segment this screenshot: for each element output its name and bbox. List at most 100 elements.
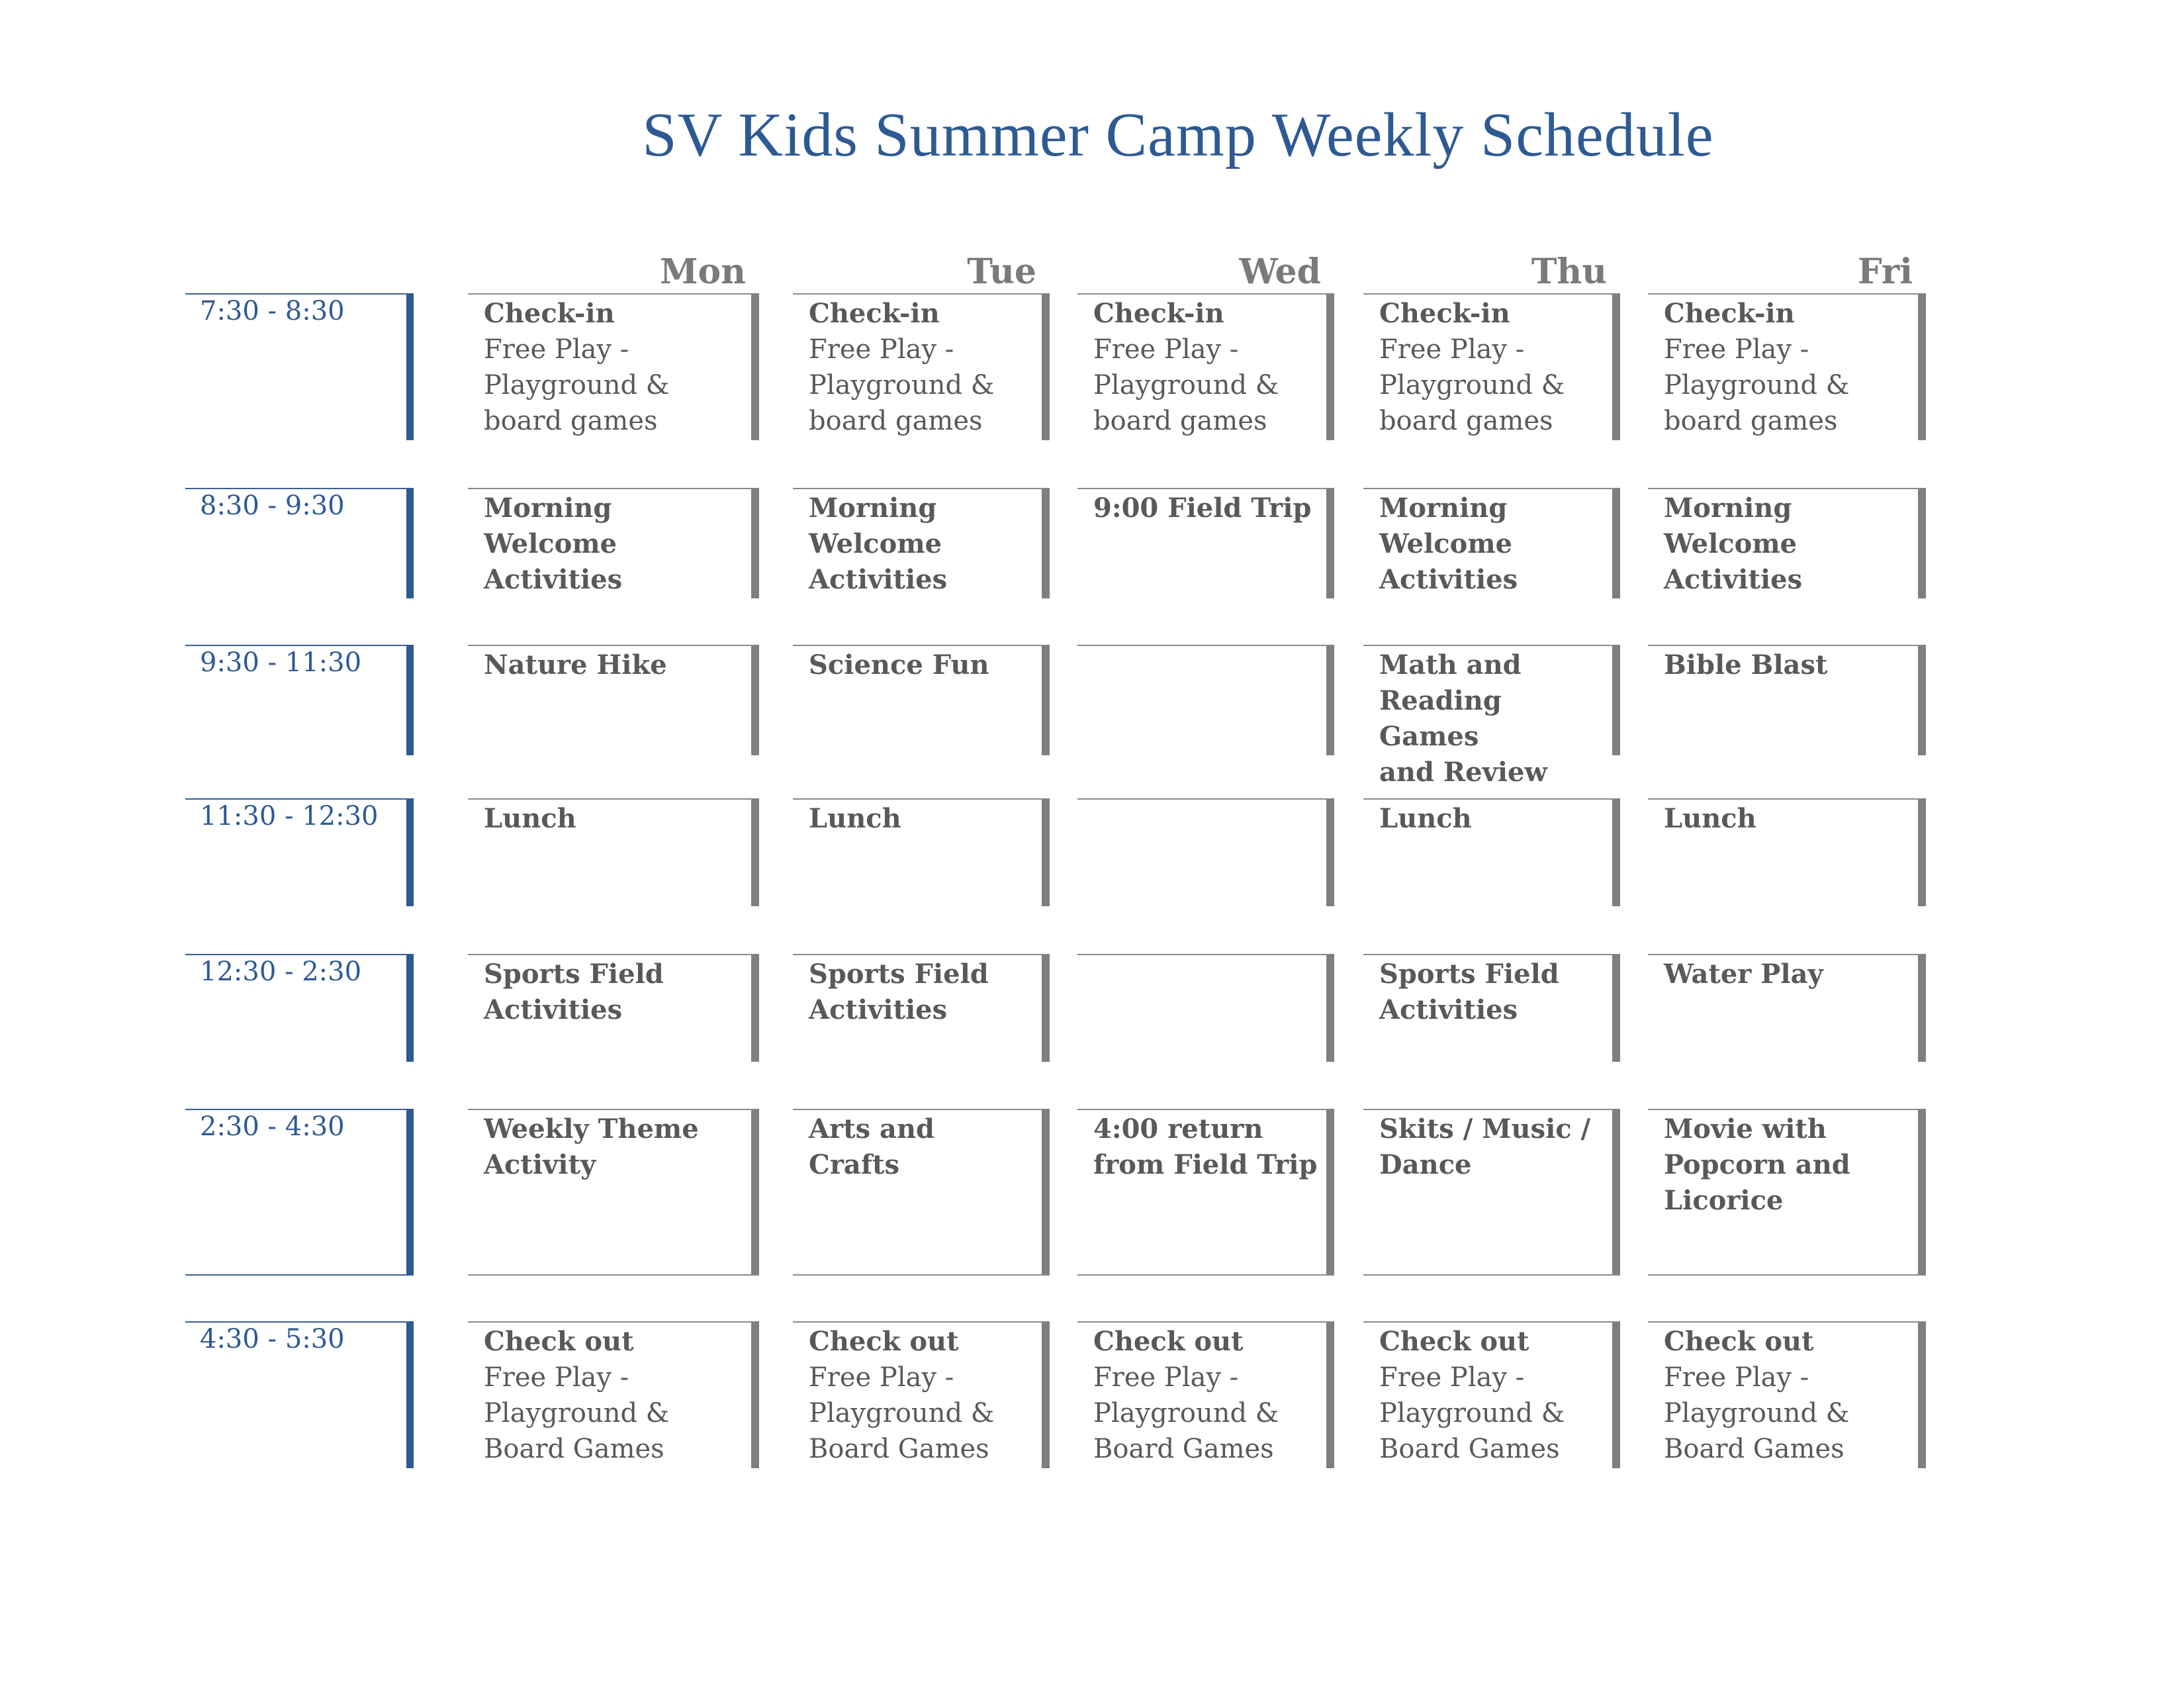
day-header-thu: Thu: [1531, 252, 1607, 292]
activity-subtitle: Free Play - Playground & Board Games: [484, 1362, 670, 1464]
activity-title: Sports Field Activities: [1379, 959, 1559, 1025]
time-slot-label: 4:30 - 5:30: [200, 1324, 345, 1354]
time-slot: 8:30 - 9:30: [185, 488, 414, 598]
activity-text: Sports Field Activities: [1379, 957, 1604, 1028]
activity-subtitle: Free Play - Playground & Board Games: [1093, 1362, 1279, 1464]
activity-text: Sports Field Activities: [809, 957, 1034, 1028]
schedule-cell-tue: Lunch: [793, 798, 1050, 906]
activity-text: Movie with Popcorn and Licorice: [1664, 1111, 1910, 1219]
schedule-cell-tue: Sports Field Activities: [793, 954, 1050, 1062]
time-slot-label: 2:30 - 4:30: [200, 1111, 345, 1142]
row-bottom-rule: [468, 1274, 759, 1276]
activity-title: Nature Hike: [484, 649, 667, 680]
time-slot-label: 8:30 - 9:30: [200, 491, 345, 521]
time-slot-label: 7:30 - 8:30: [200, 296, 345, 326]
time-slot: 12:30 - 2:30: [185, 954, 414, 1062]
activity-text: Arts and Crafts: [809, 1111, 1034, 1183]
activity-title: Lunch: [484, 803, 576, 834]
activity-text: Morning Welcome Activities: [484, 491, 743, 598]
schedule-cell-mon: Lunch: [468, 798, 759, 906]
activity-title: Science Fun: [809, 649, 989, 680]
activity-text: Lunch: [484, 801, 743, 837]
activity-text: Science Fun: [809, 647, 1034, 683]
activity-title: Check-in: [1664, 298, 1795, 329]
schedule-cell-wed: [1077, 954, 1334, 1062]
schedule-cell-wed: 9:00 Field Trip: [1077, 488, 1334, 598]
page-title: SV Kids Summer Camp Weekly Schedule: [642, 101, 1714, 169]
activity-text: 9:00 Field Trip: [1093, 491, 1318, 526]
day-header-fri: Fri: [1857, 252, 1913, 292]
activity-title: Arts and Crafts: [809, 1113, 934, 1180]
activity-subtitle: Free Play - Playground & board games: [809, 334, 995, 436]
activity-title: Morning Welcome Activities: [484, 492, 623, 595]
schedule-cell-mon: Sports Field Activities: [468, 954, 759, 1062]
schedule-cell-thu: Skits / Music / Dance: [1363, 1109, 1620, 1276]
activity-title: Check-in: [1379, 298, 1510, 329]
schedule-cell-thu: Morning Welcome Activities: [1363, 488, 1620, 598]
activity-text: Sports Field Activities: [484, 957, 743, 1028]
activity-text: Lunch: [809, 801, 1034, 837]
schedule-cell-mon: Morning Welcome Activities: [468, 488, 759, 598]
schedule-cell-thu: Math and Reading Games and Review: [1363, 645, 1620, 788]
schedule-cell-fri: Movie with Popcorn and Licorice: [1648, 1109, 1926, 1276]
activity-title: 4:00 return from Field Trip: [1093, 1113, 1318, 1180]
schedule-cell-fri: Lunch: [1648, 798, 1926, 906]
row-bottom-rule: [185, 1274, 414, 1276]
activity-text: Water Play: [1664, 957, 1910, 992]
time-slot: 11:30 - 12:30: [185, 798, 414, 906]
activity-text: Skits / Music / Dance: [1379, 1111, 1604, 1183]
activity-subtitle: Free Play - Playground & board games: [1664, 334, 1850, 436]
activity-subtitle: Free Play - Playground & board games: [1379, 334, 1565, 436]
activity-text: Morning Welcome Activities: [1664, 491, 1910, 598]
activity-text: Lunch: [1379, 801, 1604, 837]
activity-subtitle: Free Play - Playground & board games: [1093, 334, 1279, 436]
activity-title: Check out: [1379, 1326, 1529, 1357]
time-slot-label: 11:30 - 12:30: [200, 801, 379, 831]
activity-title: Check out: [484, 1326, 634, 1357]
activity-text: Weekly Theme Activity: [484, 1111, 743, 1183]
activity-text: Math and Reading Games and Review: [1379, 647, 1604, 790]
activity-text: Nature Hike: [484, 647, 743, 683]
activity-subtitle: Free Play - Playground & Board Games: [1379, 1362, 1565, 1464]
day-header-wed: Wed: [1239, 252, 1321, 292]
activity-title: Check out: [1093, 1326, 1244, 1357]
activity-title: 9:00 Field Trip: [1093, 492, 1312, 524]
activity-title: Lunch: [1379, 803, 1472, 834]
row-bottom-rule: [1648, 1274, 1926, 1276]
activity-title: Lunch: [809, 803, 901, 834]
schedule-cell-fri: Bible Blast: [1648, 645, 1926, 755]
schedule-cell-fri: Water Play: [1648, 954, 1926, 1062]
day-header-tue: Tue: [967, 252, 1036, 292]
activity-title: Water Play: [1664, 959, 1823, 990]
schedule-cell-thu: Lunch: [1363, 798, 1620, 906]
row-bottom-rule: [1363, 1274, 1620, 1276]
row-bottom-rule: [793, 1274, 1050, 1276]
schedule-cell-tue: Science Fun: [793, 645, 1050, 755]
schedule-cell-thu: Sports Field Activities: [1363, 954, 1620, 1062]
activity-title: Check out: [809, 1326, 959, 1357]
schedule-cell-wed: [1077, 798, 1334, 906]
time-slot: 4:30 - 5:30: [185, 1321, 414, 1468]
activity-text: Morning Welcome Activities: [809, 491, 1034, 598]
row-bottom-rule: [1077, 1274, 1334, 1276]
activity-title: Check-in: [809, 298, 940, 329]
activity-subtitle: Free Play - Playground & Board Games: [809, 1362, 995, 1464]
activity-title: Movie with Popcorn and Licorice: [1664, 1113, 1850, 1216]
time-slot-label: 9:30 - 11:30: [200, 647, 362, 678]
schedule-cell-tue: Arts and Crafts: [793, 1109, 1050, 1276]
